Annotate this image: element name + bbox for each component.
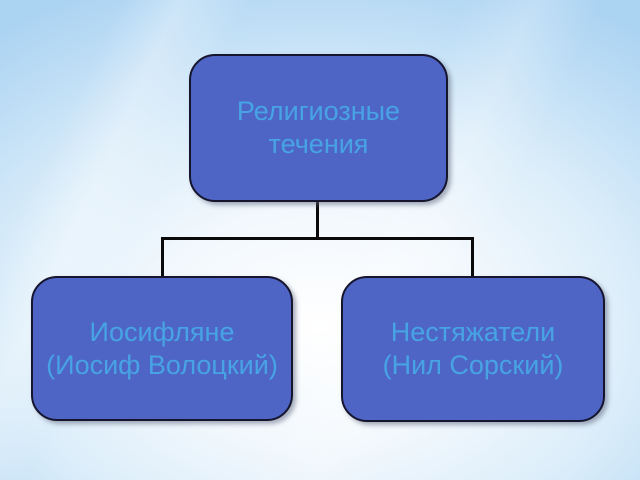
- connector-root-stem: [316, 201, 319, 239]
- node-label-line: течения: [268, 129, 369, 159]
- node-label-line: Нестяжатели: [390, 317, 556, 347]
- node-non-possessors: Нестяжатели (Нил Сорский): [341, 276, 605, 422]
- node-label-line: (Нил Сорский): [382, 350, 564, 380]
- connector-horizontal-bar: [161, 237, 474, 240]
- node-label-line: Религиозные: [236, 96, 401, 126]
- connector-drop-right: [471, 237, 474, 278]
- node-label-line: (Иосиф Волоцкий): [46, 349, 278, 380]
- connector-drop-left: [161, 237, 164, 278]
- node-josephites: Иосифляне (Иосиф Волоцкий): [31, 276, 293, 421]
- node-label-line: Иосифляне: [89, 316, 235, 347]
- node-religious-movements: Религиозные течения: [189, 54, 448, 202]
